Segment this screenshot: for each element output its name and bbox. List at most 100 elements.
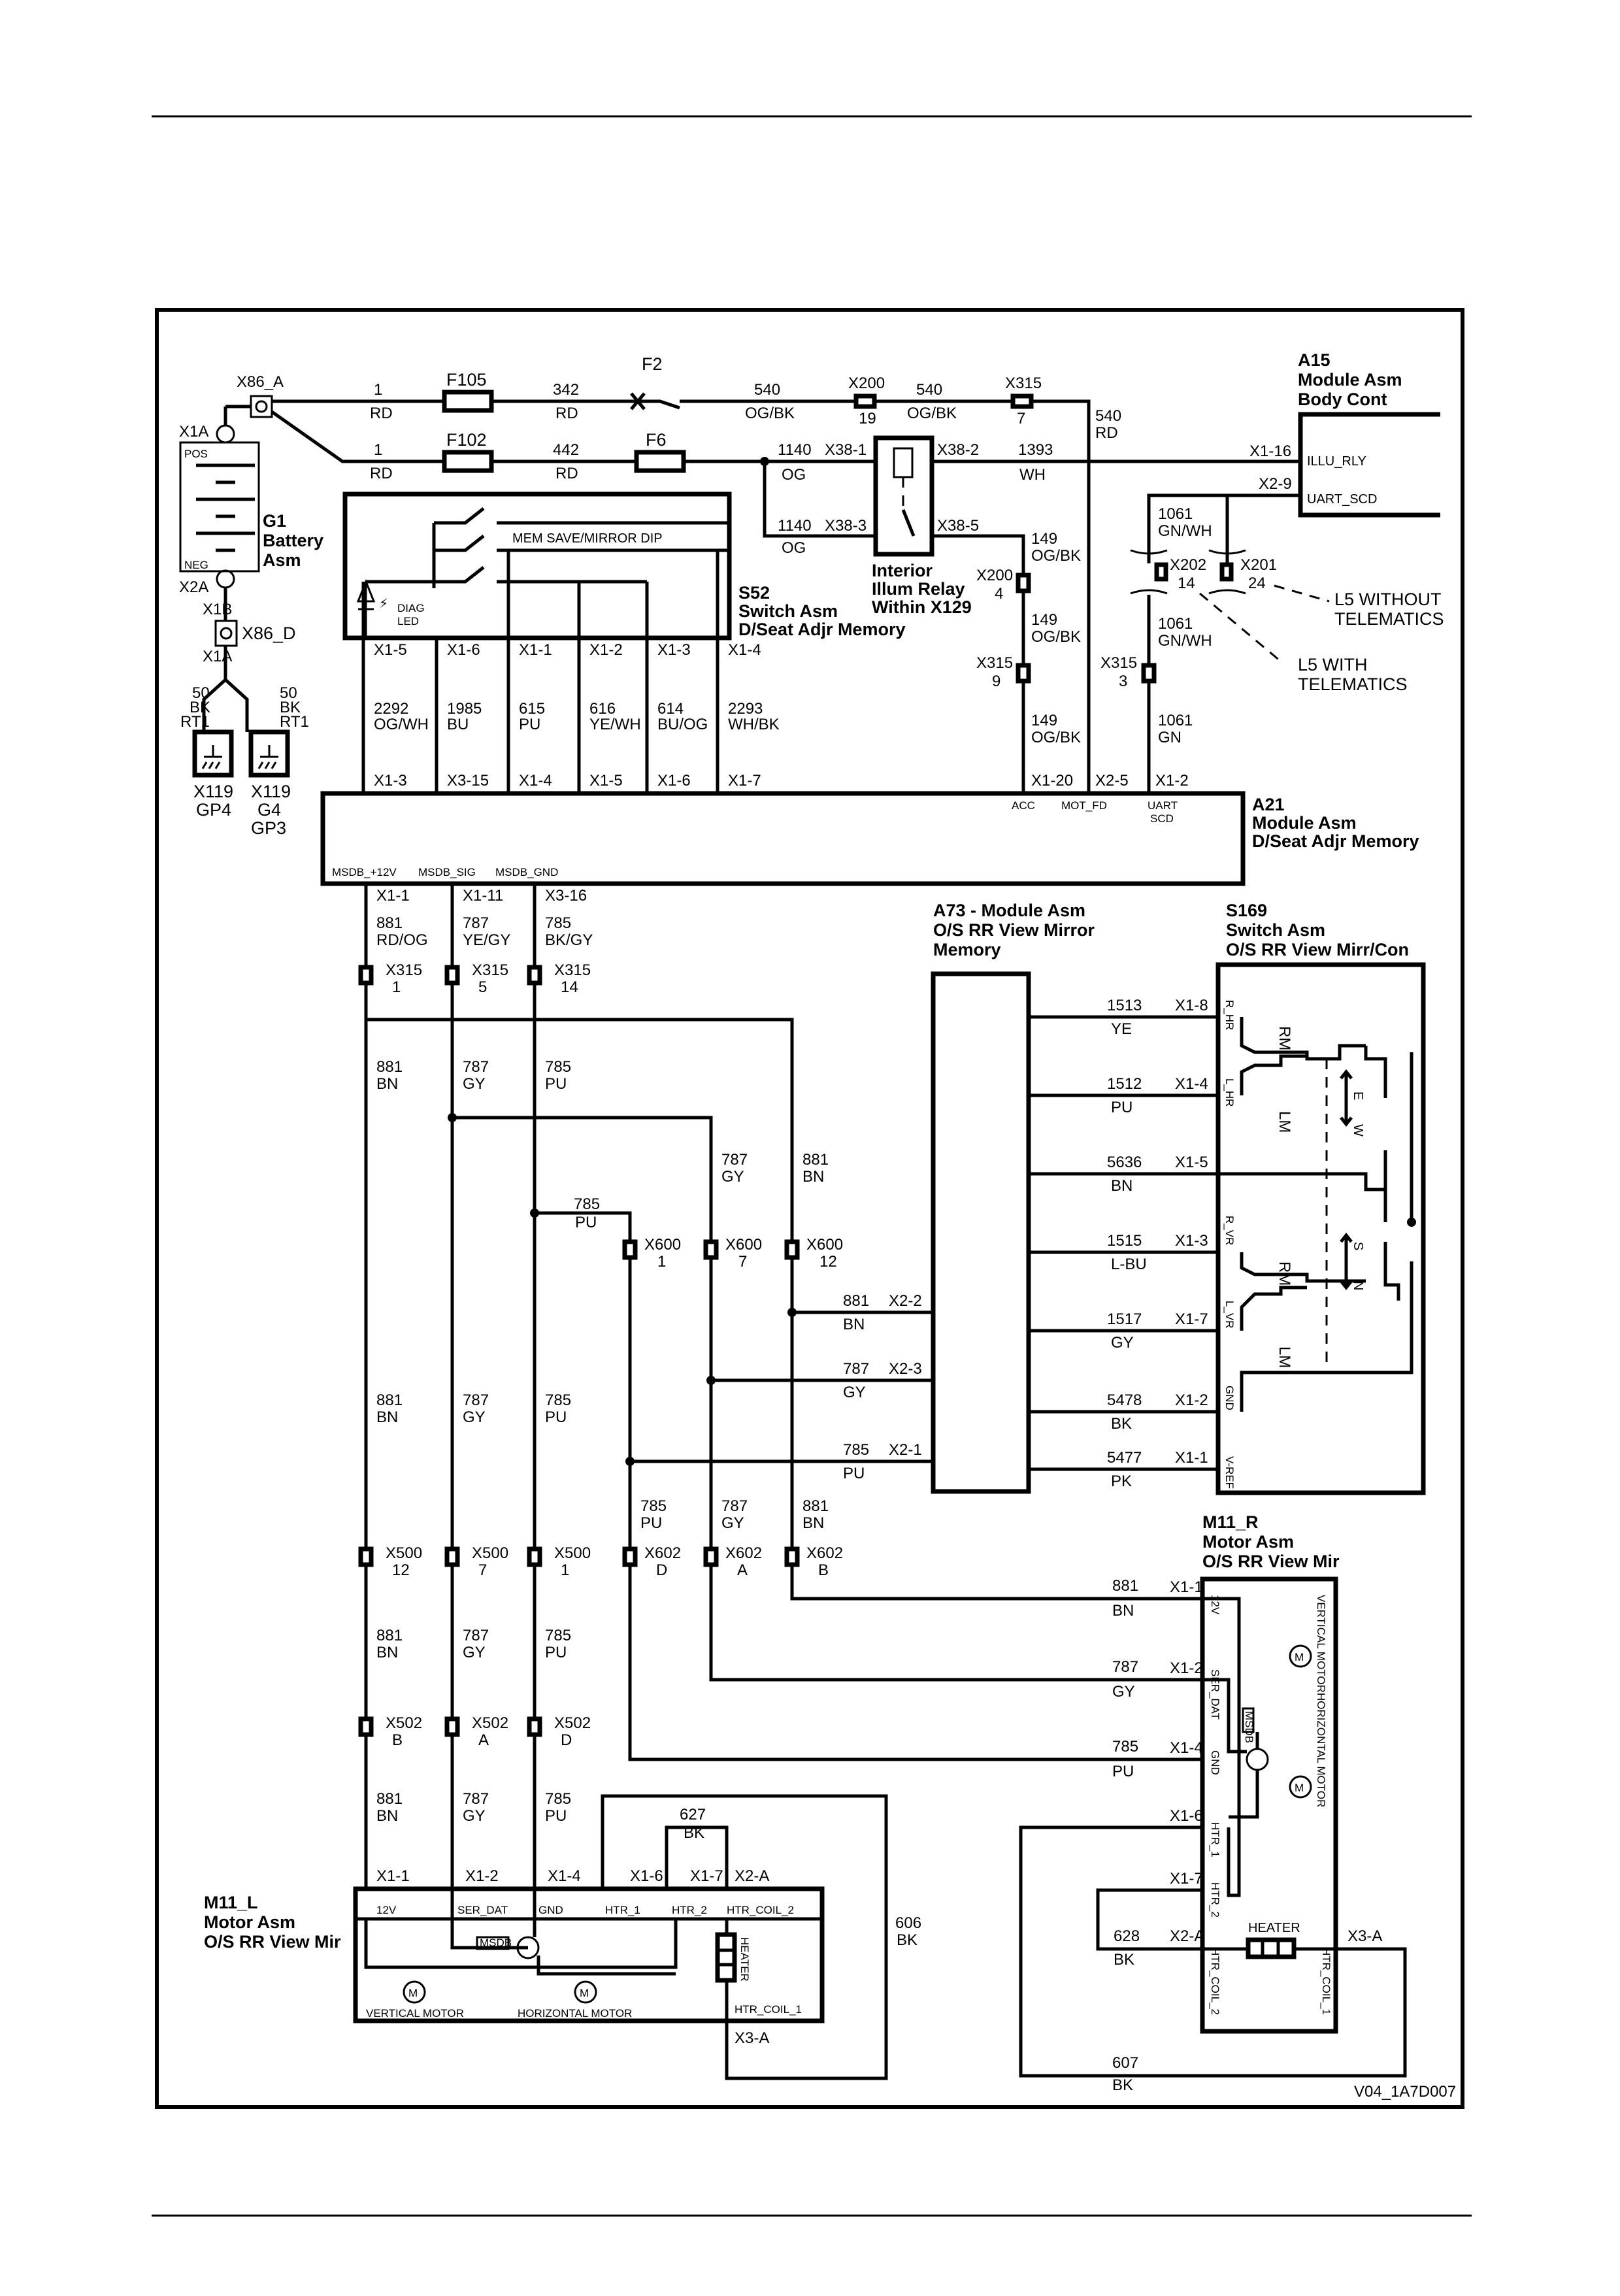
- m11l-pin-0: X1-1: [376, 1867, 410, 1885]
- wire-1393-color: WH: [1019, 466, 1046, 484]
- s52-diag-label: DIAG: [397, 602, 425, 614]
- wire-785c-color: PU: [575, 1214, 597, 1231]
- s52-pin-5: X1-4: [728, 641, 761, 659]
- x315-7-connector: [1010, 393, 1034, 409]
- m11r-inner-2: [1229, 1732, 1259, 1819]
- wire-606-color: BK: [897, 1931, 917, 1949]
- splice-dot: [448, 1113, 457, 1122]
- m11r-pin-4: X1-7: [1170, 1870, 1203, 1888]
- m11r-vmotor-label: VERTICAL MOTOR: [1315, 1595, 1327, 1693]
- x600-connector-1: [703, 1239, 719, 1260]
- x502-label-1: X502: [472, 1714, 508, 1732]
- s169-side-4: GND: [1223, 1386, 1236, 1410]
- battery-pos-label: POS: [184, 448, 208, 460]
- s169-wire-num-4: 1517: [1107, 1310, 1142, 1328]
- f105-label: F105: [446, 370, 487, 390]
- m11r-label-2: Motor Asm: [1202, 1532, 1294, 1552]
- m11l-side-0: 12V: [376, 1904, 397, 1916]
- x502-pin-1: A: [478, 1731, 489, 1749]
- a15-x1-16-label: X1-16: [1249, 442, 1291, 460]
- x86d-connector: [214, 620, 238, 647]
- x201-connector: [1219, 562, 1234, 582]
- a73-label-2: O/S RR View Mirror: [933, 920, 1095, 940]
- m11l-label: M11_L: [204, 1893, 258, 1912]
- x315-3-connector: [1141, 663, 1157, 684]
- s169-dir-2: S: [1351, 1242, 1365, 1250]
- x86a-connector: [250, 395, 273, 418]
- x602-wire-color-2: BN: [802, 1514, 824, 1532]
- battery-section: X86_A X1A X2A POS NEG G1 Battery Asm X1B…: [179, 373, 323, 838]
- m11r-label: M11_R: [1202, 1512, 1259, 1532]
- wire-color-4-2: PU: [545, 1807, 567, 1825]
- m11l-label-2: Motor Asm: [204, 1912, 295, 1932]
- wire-num-0: 2292: [374, 700, 408, 718]
- x500-connector-2: [527, 1546, 542, 1567]
- diagram-frame: [155, 308, 1464, 2109]
- wire-785c-num: 785: [574, 1195, 600, 1213]
- x200-4-connector: [1016, 573, 1031, 593]
- battery-neg-label: NEG: [184, 559, 208, 571]
- x502-pin-0: B: [392, 1731, 403, 1749]
- a21-label-2: Module Asm: [1252, 813, 1357, 833]
- s169-side-0: R_HR: [1223, 1000, 1236, 1030]
- m11r-ser-wire: [709, 1565, 1202, 1682]
- m11l-side-2: GND: [538, 1904, 563, 1916]
- m11l-hmotor: [574, 1980, 597, 2004]
- wire-color-3-0: BN: [376, 1644, 398, 1661]
- a21-scd-label: SCD: [1150, 812, 1174, 825]
- s52-pin-3: X1-2: [589, 641, 623, 659]
- gp4-ground: [192, 729, 234, 778]
- s169-side-3: L_VR: [1223, 1301, 1236, 1329]
- wire-num-2-2: 785: [545, 1391, 571, 1409]
- wire-color-0-1: YE/GY: [463, 931, 510, 949]
- a73-wire-num-1: 787: [843, 1360, 869, 1378]
- wire-num-1: 1985: [447, 700, 482, 718]
- m11r-inner-1: [1202, 1597, 1241, 1897]
- s169-sw1: [1240, 1017, 1366, 1061]
- m11r-wire-color-2: PU: [1112, 1763, 1134, 1780]
- m11l-ser-line: [450, 1889, 528, 1950]
- x602-connector-0: [622, 1546, 638, 1567]
- wire-1140a-color: OG: [782, 466, 806, 484]
- m11l-heater-segs: [718, 1948, 735, 1967]
- wire-442-color: RD: [555, 465, 578, 482]
- a73-wire-color-0: BN: [843, 1316, 865, 1333]
- a21-top-pin-5: X1-7: [728, 772, 761, 790]
- m11l-side-6: HTR_COIL_1: [735, 2003, 802, 2016]
- s169-label: S169: [1226, 901, 1267, 920]
- x600-connector-0: [622, 1239, 638, 1260]
- s169-wire-color-6: PK: [1111, 1472, 1132, 1490]
- wire-color-2-1: GY: [463, 1408, 486, 1426]
- m11l-msdb-label: MSDB: [480, 1937, 512, 1949]
- s169-dir-0: E: [1351, 1091, 1365, 1100]
- x202-pin: 14: [1178, 574, 1195, 592]
- s169-sw3: [1218, 1172, 1387, 1222]
- x500-label-0: X500: [386, 1544, 422, 1562]
- m11r-pin-2: X1-4: [1170, 1739, 1203, 1757]
- wire-149a-num: 149: [1031, 530, 1057, 548]
- gp4-label: X119: [193, 782, 233, 801]
- wire-1061b-num: 1061: [1158, 615, 1193, 633]
- gp3-label: X119: [251, 782, 291, 801]
- wire-num-3-1: 787: [463, 1627, 489, 1644]
- m11l-left-mirror-motor: M11_L Motor Asm O/S RR View Mir X1-112VX…: [204, 1794, 1202, 2080]
- x602-wire-num-2: 881: [802, 1497, 829, 1515]
- x502-pin-2: D: [561, 1731, 572, 1749]
- x315-row-pin-1: 5: [478, 978, 487, 996]
- m11l-side-1: SER_DAT: [457, 1904, 508, 1916]
- wire-342-num: 342: [553, 381, 579, 399]
- m11r-pin-3: X1-6: [1170, 1807, 1203, 1825]
- s169-wire-num-2: 5636: [1107, 1154, 1142, 1171]
- s169-side-5: V-REF: [1223, 1456, 1236, 1489]
- m11r-gnd-wire: [628, 1565, 1202, 1761]
- m11l-heater-label: HEATER: [738, 1937, 751, 1982]
- wire-1393-num: 1393: [1018, 441, 1053, 459]
- m11r-side-1: SER_DAT: [1209, 1669, 1221, 1720]
- a73-label-3: Memory: [933, 940, 1001, 959]
- s169-wire-color-3: L-BU: [1111, 1256, 1147, 1273]
- fuse-f6: [634, 450, 686, 473]
- s52-pin-1: X1-6: [447, 641, 480, 659]
- l5-without-label-2: TELEMATICS: [1334, 609, 1444, 629]
- a73-mirror-memory-module: A73 - Module Asm O/S RR View Mirror Memo…: [931, 901, 1095, 1494]
- wire-881c-color: BN: [802, 1168, 824, 1186]
